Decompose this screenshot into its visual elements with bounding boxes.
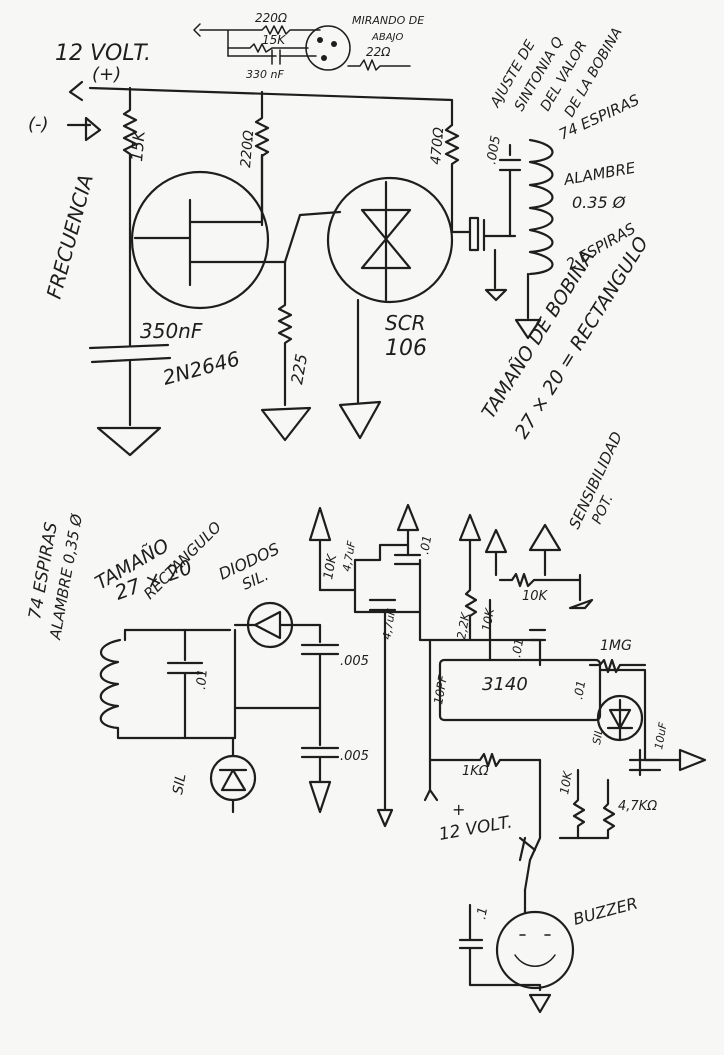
label-c10uf: 10uF bbox=[652, 721, 670, 751]
label-inset-c330: 330 nF bbox=[246, 68, 284, 81]
label-r1k: 1KΩ bbox=[462, 764, 489, 779]
ground-symbol bbox=[96, 426, 162, 457]
label-coil-wire: ALAMBRE bbox=[562, 159, 638, 189]
pickup-coil bbox=[99, 638, 122, 730]
coil-74-turns bbox=[528, 138, 554, 276]
inset-pinout bbox=[193, 23, 411, 71]
label-r225: 225 bbox=[287, 352, 311, 385]
scr-106 bbox=[326, 176, 454, 304]
label-inset-r15k: 15K bbox=[262, 33, 286, 47]
label-r47k: 4,7KΩ bbox=[618, 799, 657, 814]
top-circuit bbox=[66, 80, 554, 457]
label-c01d: .01 bbox=[571, 679, 588, 700]
label-r220: 220Ω bbox=[238, 129, 257, 168]
label-c47: 4,7uF bbox=[340, 539, 358, 572]
label-r470: 470Ω bbox=[428, 126, 447, 165]
label-c350: 350nF bbox=[140, 319, 203, 343]
label-sil1: SIL bbox=[170, 772, 189, 795]
label-ic: 3140 bbox=[482, 674, 528, 695]
ujt-2n2646 bbox=[130, 170, 270, 310]
label-c005a: .005 bbox=[340, 654, 369, 669]
label-r10k4: 10K bbox=[557, 769, 575, 795]
label-frecuencia: FRECUENCIA bbox=[42, 172, 98, 302]
label-r1mg: 1MG bbox=[600, 638, 632, 654]
label-r15k: 15K bbox=[127, 128, 149, 162]
label-r10k1: 10K bbox=[321, 552, 340, 581]
ic-3140 bbox=[438, 658, 602, 722]
label-c01c: .01 bbox=[509, 637, 526, 658]
label-r10k3: 10K bbox=[522, 589, 549, 604]
labels: 12 VOLT. (+) (-) FRECUENCIA 15K 220Ω 350… bbox=[25, 11, 670, 929]
label-inset-r22: 22Ω bbox=[366, 45, 391, 59]
label-c005b: .005 bbox=[340, 749, 369, 764]
label-r10k2: 10K bbox=[479, 606, 497, 632]
label-minus-top: (-) bbox=[28, 114, 49, 135]
ground-symbol bbox=[338, 400, 382, 440]
label-supply-top: 12 VOLT. bbox=[55, 41, 151, 66]
label-c1: .1 bbox=[474, 906, 491, 921]
label-c01a: .01 bbox=[194, 668, 211, 690]
label-c47b: 4,7uF bbox=[380, 607, 398, 640]
label-scr2: 106 bbox=[385, 336, 427, 361]
bottom-circuit bbox=[99, 503, 707, 1014]
label-plus-bottom: + bbox=[452, 800, 465, 819]
label-buzzer: BUZZER bbox=[571, 893, 640, 928]
label-inset-note1: MIRANDO DE bbox=[352, 14, 424, 27]
label-coil-gauge: 0.35 Ø bbox=[572, 193, 626, 212]
label-scr1: SCR bbox=[385, 311, 426, 335]
label-supply-bottom: 12 VOLT. bbox=[437, 812, 513, 845]
supply-terminal bbox=[68, 80, 84, 102]
label-c10pf: 10PF bbox=[431, 673, 450, 705]
label-c005-top: .005 bbox=[484, 135, 504, 166]
buzzer bbox=[495, 910, 575, 990]
label-c01b: .01 bbox=[417, 534, 434, 555]
ground-symbol bbox=[260, 406, 312, 442]
label-inset-r220: 220Ω bbox=[255, 11, 288, 25]
label-plus-top: (+) bbox=[92, 64, 121, 85]
label-sil2: SIL bbox=[590, 727, 606, 745]
resistor-15k bbox=[122, 86, 138, 227]
label-inset-note2: ABAJO bbox=[371, 32, 403, 43]
label-ujt: 2N2646 bbox=[160, 346, 242, 390]
label-r22k: 2,2K bbox=[454, 610, 473, 640]
